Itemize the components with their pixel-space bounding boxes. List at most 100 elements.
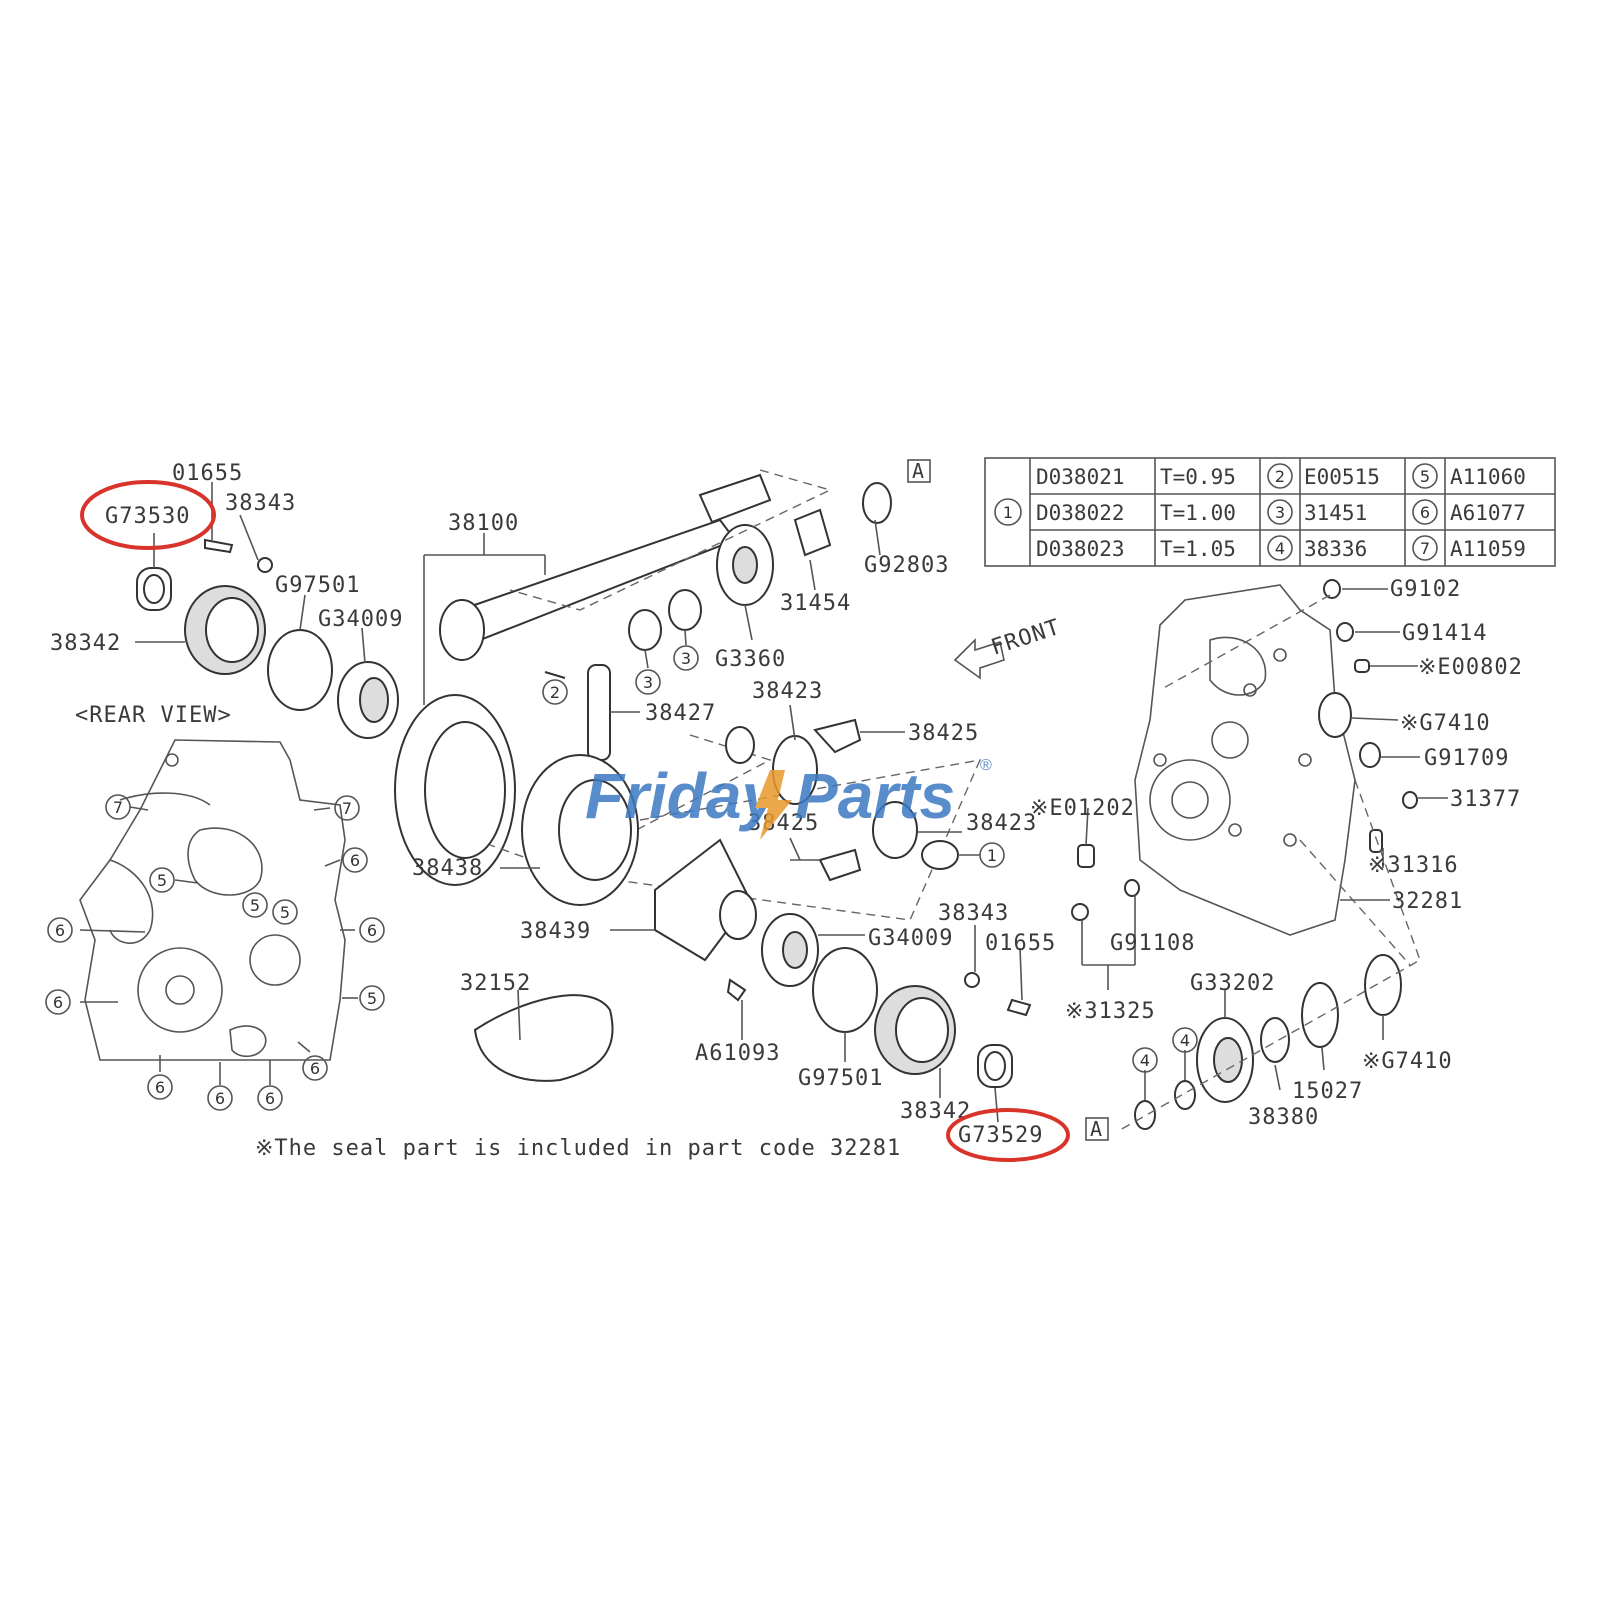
label-g7410: ※G7410 <box>1362 1049 1453 1074</box>
callout-6: 6 <box>215 1089 225 1108</box>
table-cell-part: D038022 <box>1036 501 1125 525</box>
table-callout: 6 <box>1420 503 1430 522</box>
label-38380: 38380 <box>1248 1105 1319 1130</box>
label-g73529: G73529 <box>958 1123 1043 1148</box>
callout-6: 6 <box>55 921 65 940</box>
callout-6: 6 <box>367 921 377 940</box>
label-front: FRONT <box>988 615 1063 661</box>
label-g91709: G91709 <box>1424 746 1509 771</box>
label-32281: 32281 <box>1392 889 1463 914</box>
label-38100: 38100 <box>448 511 519 536</box>
transmission-case <box>1134 584 1356 936</box>
case-leaders <box>1081 588 1448 1100</box>
label-38438: 38438 <box>412 856 483 881</box>
label-g73530: G73530 <box>105 504 190 529</box>
callout-7: 7 <box>113 798 123 817</box>
callout-2: 2 <box>550 683 560 702</box>
label-38343: 38343 <box>938 901 1009 926</box>
differential-leaders <box>500 704 1023 1123</box>
callout-6: 6 <box>53 993 63 1012</box>
label-g7410: ※G7410 <box>1400 711 1491 736</box>
label-01655: 01655 <box>985 931 1056 956</box>
label-g97501: G97501 <box>275 573 360 598</box>
table-cell-thickness: T=1.00 <box>1160 501 1236 525</box>
watermark-brand-a: Friday <box>585 760 780 832</box>
table-callout: 2 <box>1275 467 1285 486</box>
callout-5: 5 <box>157 871 167 890</box>
label-01655: 01655 <box>172 461 243 486</box>
label-31377: 31377 <box>1450 787 1521 812</box>
label-38425: 38425 <box>748 811 819 836</box>
table-cell-ref: 31451 <box>1304 501 1367 525</box>
callout-4: 4 <box>1180 1031 1190 1050</box>
label-g9102: G9102 <box>1390 577 1461 602</box>
top-left-parts <box>136 538 399 739</box>
label-38425: 38425 <box>908 721 979 746</box>
table-cell-thickness: T=0.95 <box>1160 465 1236 489</box>
table-callout: 7 <box>1420 539 1430 558</box>
front-arrow-icon <box>953 638 1005 680</box>
table-cell-part: D038021 <box>1036 465 1125 489</box>
callout-7: 7 <box>342 799 352 818</box>
callout-6: 6 <box>310 1059 320 1078</box>
table-callout: 4 <box>1275 539 1285 558</box>
watermark-registered: ® <box>980 757 992 774</box>
label-31325: ※31325 <box>1065 999 1156 1024</box>
callout-4: 4 <box>1140 1051 1150 1070</box>
reference-a-box: A <box>1090 1117 1102 1141</box>
shim-reference-table: 1 <box>984 457 1556 567</box>
label-32152: 32152 <box>460 971 531 996</box>
callout-1: 1 <box>987 846 997 865</box>
shaft-leaders <box>423 519 881 713</box>
label-g3360: G3360 <box>715 647 786 672</box>
footnote-seal: ※The seal part is included in part code … <box>255 1136 901 1161</box>
callout-3: 3 <box>643 673 653 692</box>
table-cell-part: D038023 <box>1036 537 1125 561</box>
label-38427: 38427 <box>645 701 716 726</box>
label-g34009: G34009 <box>318 607 403 632</box>
label-e00802: ※E00802 <box>1418 655 1523 680</box>
table-cell-thickness: T=1.05 <box>1160 537 1236 561</box>
pinion-shaft-assembly <box>394 473 892 886</box>
table-cell-ref: A11059 <box>1450 537 1526 561</box>
label-38423: 38423 <box>752 679 823 704</box>
label-a61093: A61093 <box>695 1041 780 1066</box>
rear-view-label: <REAR VIEW> <box>75 703 232 728</box>
label-31454: 31454 <box>780 591 851 616</box>
label-g34009: G34009 <box>868 926 953 951</box>
label-38439: 38439 <box>520 919 591 944</box>
label-g33202: G33202 <box>1190 971 1275 996</box>
case-dashed-guides <box>1119 594 1421 1131</box>
label-g91414: G91414 <box>1402 621 1487 646</box>
watermark-brand-b: Parts <box>795 760 955 832</box>
label-15027: 15027 <box>1292 1079 1363 1104</box>
table-cell-ref: A11060 <box>1450 465 1526 489</box>
rear-view-housing <box>79 739 346 1061</box>
highlight-g73530 <box>80 480 216 550</box>
table-cell-ref: 38336 <box>1304 537 1367 561</box>
callout-5: 5 <box>250 896 260 915</box>
reference-a-box: A <box>912 459 924 483</box>
callout-3: 3 <box>681 649 691 668</box>
callout-6: 6 <box>265 1089 275 1108</box>
table-callout-1: 1 <box>1003 503 1013 522</box>
callout-6: 6 <box>350 851 360 870</box>
case-small-parts <box>1071 579 1418 1130</box>
label-38342: 38342 <box>50 631 121 656</box>
rear-view-leaders <box>79 806 358 1085</box>
label-g91108: G91108 <box>1110 931 1195 956</box>
table-cell-ref: A61077 <box>1450 501 1526 525</box>
label-g92803: G92803 <box>864 553 949 578</box>
label-38343: 38343 <box>225 491 296 516</box>
highlight-g73529 <box>946 1108 1070 1162</box>
callout-5: 5 <box>367 989 377 1008</box>
label-e01202: ※E01202 <box>1030 796 1135 821</box>
label-g97501: G97501 <box>798 1066 883 1091</box>
table-callout: 3 <box>1275 503 1285 522</box>
callout-6: 6 <box>155 1078 165 1097</box>
label-38423: 38423 <box>966 811 1037 836</box>
differential-assembly <box>473 718 1032 1088</box>
callout-5: 5 <box>280 903 290 922</box>
table-callout: 5 <box>1420 467 1430 486</box>
